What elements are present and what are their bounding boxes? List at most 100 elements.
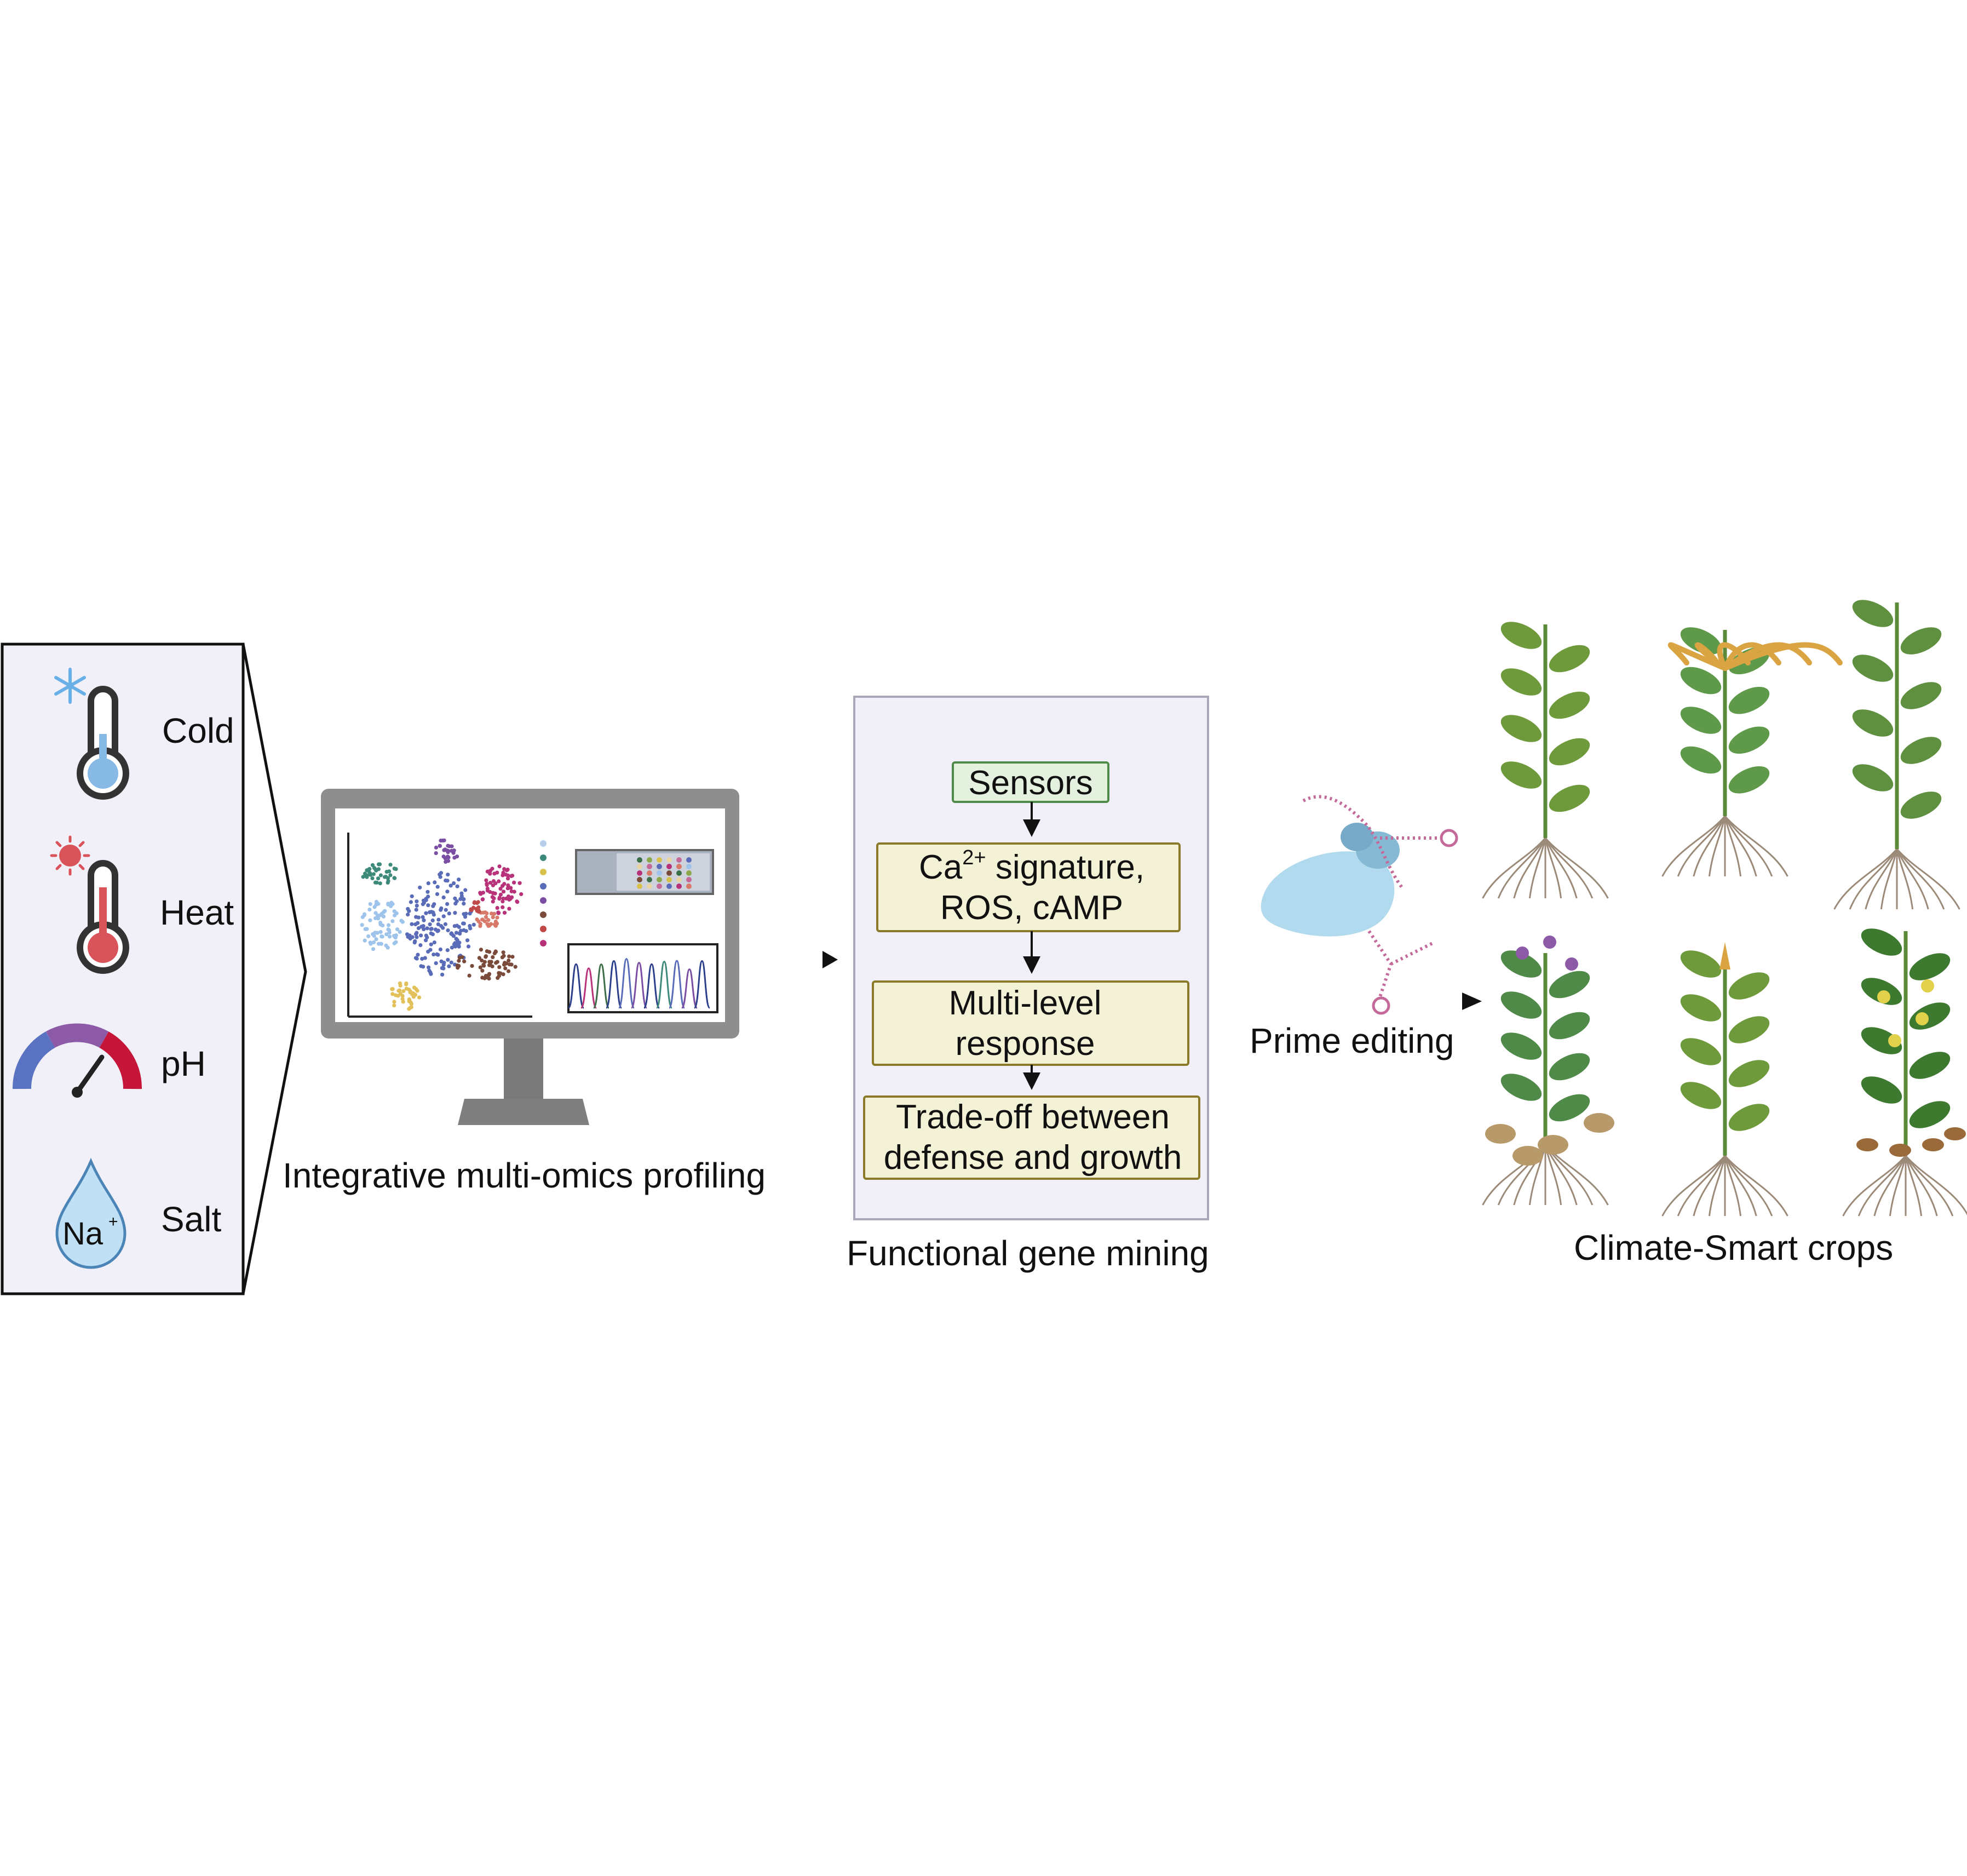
scatter-point bbox=[376, 862, 381, 867]
umap-plot bbox=[347, 833, 547, 1018]
legend-dot bbox=[540, 883, 547, 890]
scatter-point bbox=[419, 933, 423, 938]
scatter-point bbox=[419, 964, 423, 968]
scatter-point bbox=[388, 934, 392, 939]
heatmap-cell bbox=[637, 870, 642, 876]
legend-dot bbox=[540, 840, 547, 847]
scatter-point bbox=[447, 911, 451, 916]
chromatogram-peak bbox=[655, 961, 673, 1009]
scatter-point bbox=[426, 903, 430, 908]
scatter-point bbox=[415, 956, 419, 961]
scatter-point bbox=[424, 897, 428, 901]
scatter-point bbox=[480, 958, 484, 963]
scatter-point bbox=[419, 925, 424, 929]
scatter-point bbox=[447, 964, 451, 968]
plant-icon bbox=[1833, 600, 1960, 910]
scatter-point bbox=[388, 873, 393, 877]
gene-mining-panel: Sensors Ca2+ signature, ROS, cAMP Multi-… bbox=[853, 696, 1209, 1220]
heatmap-cell bbox=[666, 857, 672, 863]
scatter-point bbox=[502, 910, 507, 915]
snowflake-icon bbox=[54, 668, 86, 704]
heatmap-cell bbox=[676, 870, 682, 876]
scatter-point bbox=[433, 927, 438, 932]
scatter-point bbox=[493, 881, 498, 886]
scatter-point bbox=[387, 931, 392, 935]
scatter-point bbox=[366, 934, 371, 938]
scatter-point bbox=[501, 884, 505, 888]
heatmap-cell bbox=[637, 884, 642, 889]
scatter-point bbox=[435, 885, 440, 889]
scatter-point bbox=[394, 911, 399, 915]
plant-icon bbox=[1482, 622, 1609, 899]
scatter-point bbox=[492, 911, 497, 916]
scatter-point bbox=[517, 881, 522, 885]
scatter-point bbox=[395, 927, 400, 932]
scatter-point bbox=[462, 928, 466, 932]
scatter-point bbox=[368, 902, 372, 907]
chromatogram-peak bbox=[593, 963, 610, 1009]
scatter-point bbox=[488, 881, 493, 885]
heatmap-cell bbox=[647, 870, 652, 876]
scatter-point bbox=[497, 897, 502, 901]
scatter-point bbox=[412, 985, 417, 990]
thermometer-icon bbox=[77, 686, 129, 800]
scatter-point bbox=[434, 961, 438, 966]
scatter-point bbox=[406, 907, 410, 911]
scatter-point bbox=[407, 933, 412, 938]
legend-dot bbox=[540, 869, 547, 875]
scatter-point bbox=[505, 876, 510, 881]
scatter-point bbox=[367, 907, 372, 912]
scatter-point bbox=[491, 891, 495, 896]
scatter-point bbox=[422, 927, 426, 932]
profiling-caption: Integrative multi-omics profiling bbox=[283, 1156, 766, 1195]
scatter-point bbox=[418, 943, 423, 948]
scatter-point bbox=[497, 965, 502, 969]
scatter-point bbox=[506, 883, 510, 887]
scatter-point bbox=[462, 902, 466, 906]
scatter-point bbox=[432, 940, 436, 945]
scatter-point bbox=[491, 899, 495, 904]
scatter-point bbox=[370, 863, 375, 868]
heatmap-cell bbox=[647, 877, 652, 882]
scatter-point bbox=[492, 896, 496, 900]
scatter-point bbox=[501, 950, 505, 955]
gauge-icon: pH bbox=[12, 1023, 206, 1098]
scatter-point bbox=[393, 876, 397, 880]
scatter-point bbox=[500, 955, 504, 960]
scatter-point bbox=[445, 890, 450, 894]
scatter-point bbox=[390, 919, 395, 923]
scatter-point bbox=[398, 983, 402, 988]
heatmap-cell bbox=[676, 884, 682, 889]
chromatogram-peak bbox=[618, 958, 635, 1009]
scatter-point bbox=[376, 876, 381, 881]
scatter-point bbox=[455, 963, 459, 968]
scatter-point bbox=[492, 951, 497, 956]
heatmap-cell bbox=[637, 877, 642, 882]
scatter-point bbox=[473, 900, 477, 904]
scatter-point bbox=[433, 880, 437, 885]
scatter-point bbox=[415, 931, 419, 935]
scatter-point bbox=[434, 845, 439, 850]
scatter-point bbox=[462, 897, 466, 902]
scatter-point bbox=[485, 922, 490, 926]
scatter-point bbox=[361, 875, 365, 879]
scatter-point bbox=[468, 911, 472, 916]
chromatogram-peak bbox=[605, 960, 623, 1009]
scatter-point bbox=[390, 987, 394, 991]
na-charge: + bbox=[108, 1213, 118, 1231]
flow-arrow-2 bbox=[1234, 992, 1482, 1010]
legend-dot bbox=[540, 897, 547, 904]
scatter-point bbox=[386, 902, 390, 906]
scatter-point bbox=[406, 913, 410, 917]
chromatogram-peak bbox=[643, 963, 660, 1009]
scatter-point bbox=[445, 848, 449, 853]
scatter-point bbox=[478, 924, 482, 928]
scatter-point bbox=[509, 962, 514, 967]
flow-arrow-1 bbox=[748, 951, 838, 968]
scatter-point bbox=[489, 922, 493, 926]
scatter-point bbox=[504, 961, 509, 966]
scatter-point bbox=[515, 900, 520, 904]
scatter-point bbox=[450, 945, 455, 950]
scatter-point bbox=[374, 937, 378, 942]
